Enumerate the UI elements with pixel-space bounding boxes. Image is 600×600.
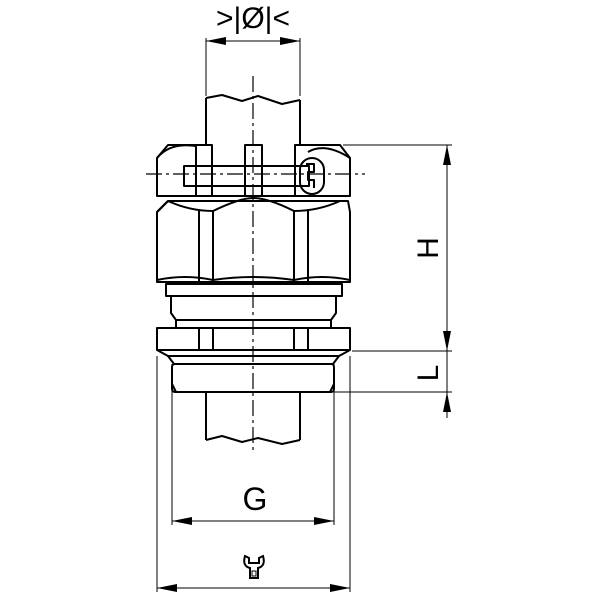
height-length-dimensions: H L [334,144,452,418]
thread-label: G [243,481,268,517]
wrench-dimension [156,356,351,592]
center-lines [146,76,365,452]
height-label: H [412,237,445,259]
thread-dimension: G [171,364,335,525]
wrench-icon [243,554,265,579]
body-section [165,283,343,329]
length-label: L [412,365,445,382]
diameter-label: >|Ø|< [216,2,290,35]
diameter-dimension: >|Ø|< [205,2,301,96]
cable-lower [205,392,301,445]
cable-upper [205,94,301,145]
